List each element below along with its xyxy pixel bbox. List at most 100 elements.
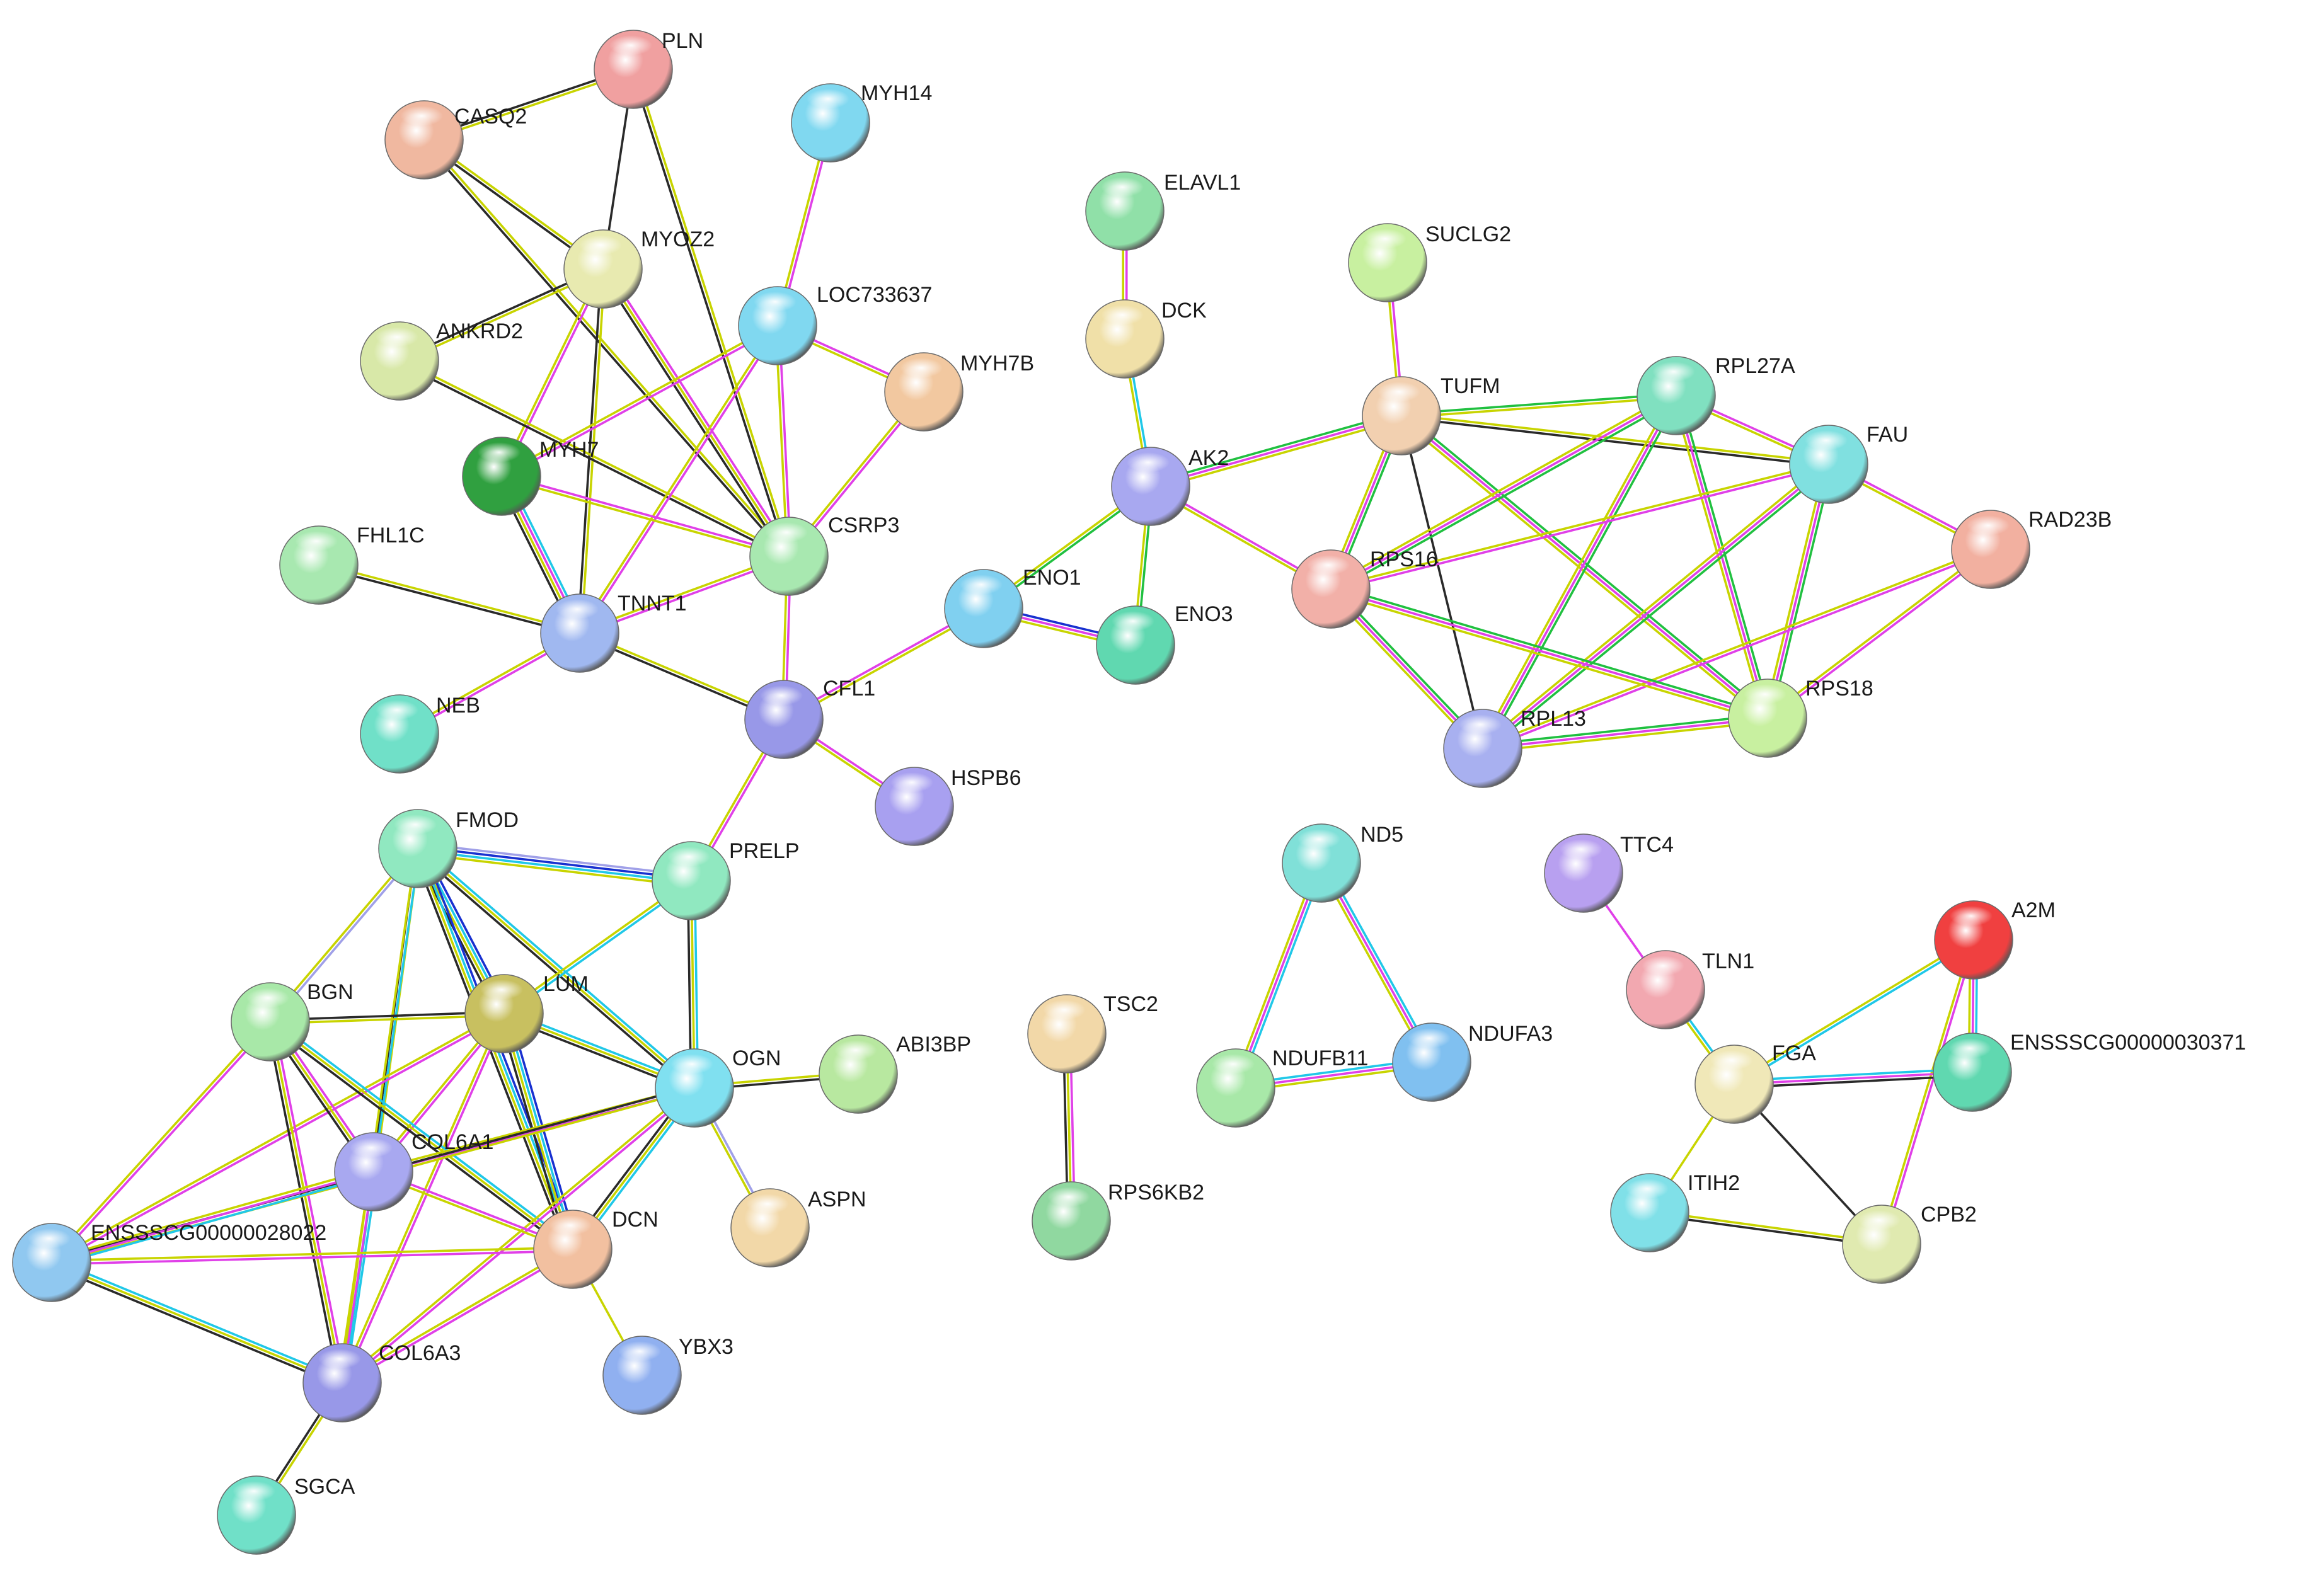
node-col6a1[interactable]: COL6A1 [334, 1130, 493, 1211]
edge-casq2-csrp3[interactable] [422, 138, 791, 558]
node-bgn[interactable]: BGN [231, 980, 354, 1062]
edge-ogn-col6a3[interactable] [340, 1085, 696, 1385]
node-dcn[interactable]: DCN [533, 1208, 659, 1289]
edge-tufm-rpl13[interactable] [1400, 415, 1484, 749]
node-eno1[interactable]: ENO1 [944, 566, 1081, 648]
edge-myoz2-csrp3[interactable] [599, 266, 793, 559]
node-cfl1[interactable]: CFL1 [744, 677, 875, 759]
edge-loc733637-myh7[interactable] [500, 323, 779, 479]
node-nd5[interactable]: ND5 [1282, 823, 1403, 903]
node-hspb6[interactable]: HSPB6 [875, 766, 1021, 846]
node-ndufa3[interactable]: NDUFA3 [1392, 1022, 1553, 1102]
edge-bgn-dcn[interactable] [267, 1018, 576, 1253]
edge-rpl27a-rps16[interactable] [1328, 391, 1679, 593]
node-ankrd2[interactable]: ANKRD2 [360, 319, 523, 401]
node-elavl1[interactable]: ELAVL1 [1085, 171, 1241, 251]
node-loc733637[interactable]: LOC733637 [738, 283, 932, 365]
node-ybx3[interactable]: YBX3 [602, 1335, 733, 1415]
node-highlight [318, 1349, 361, 1369]
node-abi3bp[interactable]: ABI3BP [819, 1033, 971, 1114]
node-col6a3[interactable]: COL6A3 [302, 1341, 461, 1423]
edge-myh7-csrp3[interactable] [500, 473, 790, 559]
edge-fau-rpl13[interactable] [1480, 461, 1832, 752]
edge-rpl13-rps18[interactable] [1482, 713, 1768, 753]
node-tln1[interactable]: TLN1 [1626, 949, 1754, 1029]
node-prelp[interactable]: PRELP [652, 839, 800, 920]
edge-fga-enssscg00000030371[interactable] [1734, 1067, 1973, 1089]
node-neb[interactable]: NEB [360, 694, 480, 774]
edge-rps16-rps18[interactable] [1329, 584, 1769, 723]
edges-layer [49, 66, 1993, 1517]
node-rps16[interactable]: RPS16 [1291, 547, 1438, 629]
edge-fmod-ogn[interactable] [415, 845, 698, 1092]
edge-line-lavender [418, 842, 693, 877]
node-fau[interactable]: FAU [1789, 423, 1908, 504]
node-cpb2[interactable]: CPB2 [1842, 1203, 1977, 1284]
node-myh14[interactable]: MYH14 [791, 81, 932, 163]
edge-fmod-prelp[interactable] [417, 842, 693, 887]
node-suclg2[interactable]: SUCLG2 [1348, 222, 1511, 302]
edge-line-green [1332, 398, 1679, 593]
node-casq2[interactable]: CASQ2 [384, 100, 527, 180]
edge-fau-rps18[interactable] [1763, 463, 1834, 719]
edge-dcn-col6a3[interactable] [340, 1247, 575, 1385]
node-ttc4[interactable]: TTC4 [1544, 833, 1674, 913]
edge-lum-enssscg00000028022[interactable] [50, 1011, 506, 1265]
edge-rpl27a-rpl13[interactable] [1478, 393, 1681, 751]
node-myh7b[interactable]: MYH7B [884, 352, 1034, 432]
node-lum[interactable]: LUM [464, 972, 589, 1053]
node-rpl27a[interactable]: RPL27A [1637, 354, 1795, 435]
node-ak2[interactable]: AK2 [1111, 446, 1229, 526]
edge-nd5-ndufb11[interactable] [1231, 861, 1326, 1090]
node-rad23b[interactable]: RAD23B [1951, 508, 2112, 589]
node-enssscg00000028022[interactable]: ENSSSCG00000028022 [12, 1221, 326, 1302]
node-ndufb11[interactable]: NDUFB11 [1196, 1046, 1368, 1128]
edge-tufm-rpl27a[interactable] [1401, 392, 1677, 419]
node-a2m[interactable]: A2M [1934, 898, 2056, 980]
node-ogn[interactable]: OGN [655, 1046, 781, 1128]
edge-lum-col6a3[interactable] [339, 1012, 507, 1384]
edge-tufm-rps18[interactable] [1398, 412, 1771, 722]
edge-dcn-enssscg00000028022[interactable] [51, 1246, 573, 1266]
edge-bgn-enssscg00000028022[interactable] [49, 1019, 273, 1265]
edge-a2m-fga[interactable] [1732, 937, 1976, 1087]
edge-rad23b-rpl13[interactable] [1481, 546, 1992, 752]
edge-ankrd2-csrp3[interactable] [398, 358, 791, 559]
node-eno3[interactable]: ENO3 [1096, 602, 1233, 685]
edge-line-magenta [51, 1171, 374, 1264]
edge-line-magenta [1734, 1071, 1973, 1085]
edge-rad23b-rps18[interactable] [1766, 547, 1993, 721]
node-highlight [1858, 1210, 1901, 1230]
node-fga[interactable]: FGA [1694, 1041, 1816, 1124]
node-fmod[interactable]: FMOD [378, 808, 519, 888]
node-pln[interactable]: PLN [594, 29, 703, 109]
edge-col6a1-enssscg00000028022[interactable] [50, 1167, 375, 1268]
node-rps6kb2[interactable]: RPS6KB2 [1032, 1181, 1204, 1261]
node-rpl13[interactable]: RPL13 [1443, 707, 1586, 788]
node-enssscg00000030371[interactable]: ENSSSCG00000030371 [1933, 1031, 2246, 1112]
edge-fhl1c-tnnt1[interactable] [318, 562, 581, 636]
node-tnnt1[interactable]: TNNT1 [540, 592, 687, 673]
edge-fau-rps16[interactable] [1330, 461, 1830, 592]
node-itih2[interactable]: ITIH2 [1610, 1171, 1740, 1252]
edge-a2m-cpb2[interactable] [1878, 939, 1977, 1245]
edge-pln-csrp3[interactable] [630, 68, 792, 558]
node-myoz2[interactable]: MYOZ2 [563, 227, 715, 309]
edge-line-yellow [269, 1021, 574, 1251]
edge-myoz2-tnnt1[interactable] [577, 268, 606, 634]
edge-loc733637-tnnt1[interactable] [577, 324, 780, 635]
node-aspn[interactable]: ASPN [730, 1188, 866, 1268]
edge-enssscg00000028022-col6a3[interactable] [50, 1258, 344, 1387]
node-rps18[interactable]: RPS18 [1728, 677, 1873, 758]
node-tsc2[interactable]: TSC2 [1027, 992, 1158, 1073]
node-sgca[interactable]: SGCA [217, 1475, 355, 1555]
edge-ak2-tufm[interactable] [1149, 411, 1403, 491]
edge-bgn-col6a3[interactable] [265, 1021, 347, 1384]
node-label-col6a1: COL6A1 [411, 1130, 493, 1154]
node-myh7[interactable]: MYH7 [462, 437, 599, 516]
node-dck[interactable]: DCK [1085, 299, 1207, 379]
node-fhl1c[interactable]: FHL1C [279, 524, 425, 605]
node-tufm[interactable]: TUFM [1362, 374, 1500, 455]
edge-tufm-fau[interactable] [1401, 413, 1829, 467]
node-csrp3[interactable]: CSRP3 [749, 513, 899, 596]
